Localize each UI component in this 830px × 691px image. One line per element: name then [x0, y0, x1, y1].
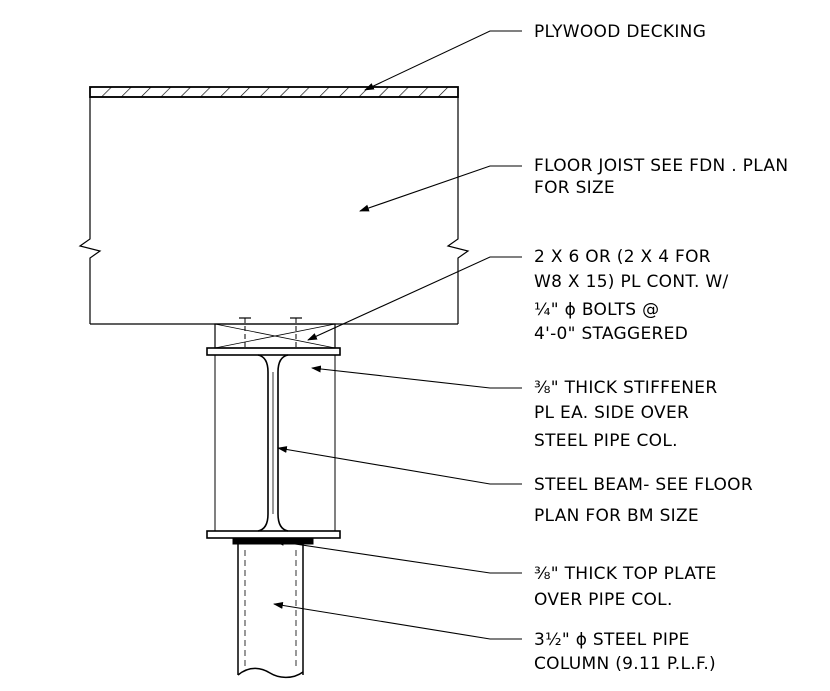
label-plate-line4: 4'-0" STAGGERED — [534, 324, 688, 344]
leader-lines — [273, 30, 522, 640]
top-plate — [232, 537, 314, 545]
label-plywood-decking: PLYWOOD DECKING — [534, 22, 706, 42]
leader-plywood — [364, 30, 522, 91]
leader-pipe — [273, 602, 522, 640]
label-pipe-line1: 3½" ϕ STEEL PIPE — [534, 630, 690, 650]
floor-joist — [78, 96, 470, 325]
steel-pipe-column — [237, 544, 304, 679]
label-stiffener-line1: ⅜" THICK STIFFENER — [534, 378, 717, 398]
label-floor-joist-line1: FLOOR JOIST SEE FDN . PLAN — [534, 156, 788, 176]
leader-stiffener — [311, 365, 522, 389]
label-beam-line1: STEEL BEAM- SEE FLOOR — [534, 475, 753, 495]
label-top-plate-line2: OVER PIPE COL. — [534, 590, 673, 610]
leader-top-plate — [274, 538, 522, 574]
labels: PLYWOOD DECKING FLOOR JOIST SEE FDN . PL… — [534, 22, 788, 674]
label-pipe-line2: COLUMN (9.11 P.L.F.) — [534, 654, 716, 674]
label-plate-line2: W8 X 15) PL CONT. W/ — [534, 272, 729, 292]
steel-beam — [206, 347, 341, 539]
label-plate-line1: 2 X 6 OR (2 X 4 FOR — [534, 247, 711, 267]
label-floor-joist-line2: FOR SIZE — [534, 178, 615, 198]
label-stiffener-line3: STEEL PIPE COL. — [534, 431, 678, 451]
leader-floor-joist — [359, 165, 522, 212]
label-beam-line2: PLAN FOR BM SIZE — [534, 506, 699, 526]
label-stiffener-line2: PL EA. SIDE OVER — [534, 403, 689, 423]
bolts — [239, 317, 302, 348]
label-plate-line3: ¼" ϕ BOLTS @ — [534, 300, 659, 320]
plywood-decking — [89, 86, 459, 98]
leader-beam — [277, 446, 522, 485]
leader-plate — [307, 256, 522, 341]
label-top-plate-line1: ⅜" THICK TOP PLATE — [534, 564, 717, 584]
